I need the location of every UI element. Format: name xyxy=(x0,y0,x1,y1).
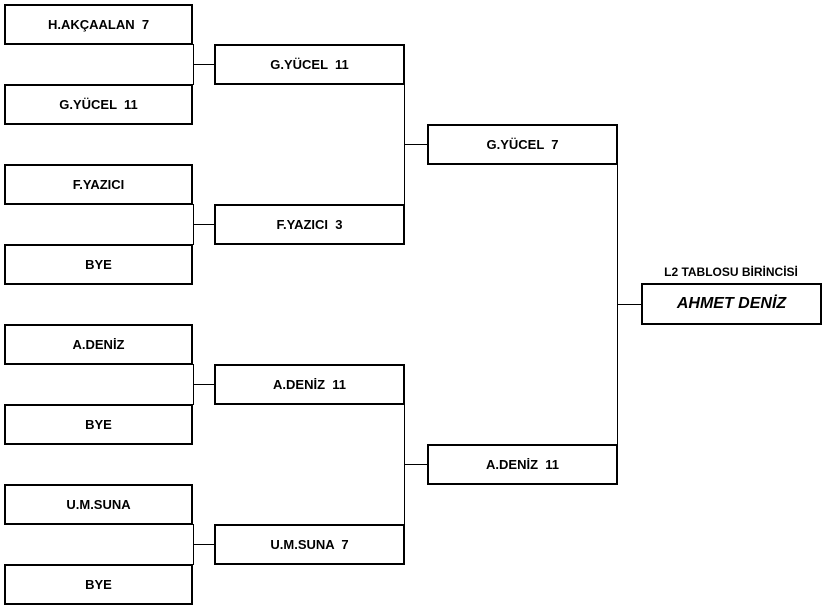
connector-r2-1-horizontal xyxy=(404,144,427,145)
connector-final-horizontal xyxy=(617,304,641,305)
winner-box: AHMET DENİZ xyxy=(641,283,822,325)
winner-title: L2 TABLOSU BİRİNCİSİ xyxy=(664,265,798,279)
round2-slot-1: G.YÜCEL 11 xyxy=(214,44,405,85)
round3-slot-2: A.DENİZ 11 xyxy=(427,444,618,485)
round1-slot-5: A.DENİZ xyxy=(4,324,193,365)
round1-slot-7: U.M.SUNA xyxy=(4,484,193,525)
round1-slot-1: H.AKÇAALAN 7 xyxy=(4,4,193,45)
connector-r2-2-horizontal xyxy=(404,464,427,465)
connector-r1-3-horizontal xyxy=(193,384,214,385)
connector-r2-2-vertical xyxy=(404,405,405,525)
connector-final-vertical xyxy=(617,165,618,445)
round2-slot-4: U.M.SUNA 7 xyxy=(214,524,405,565)
round2-slot-3: A.DENİZ 11 xyxy=(214,364,405,405)
connector-r1-4-horizontal xyxy=(193,544,214,545)
connector-r1-2-horizontal xyxy=(193,224,214,225)
round3-slot-1: G.YÜCEL 7 xyxy=(427,124,618,165)
connector-r1-1-horizontal xyxy=(193,64,214,65)
round1-slot-4: BYE xyxy=(4,244,193,285)
round1-slot-8: BYE xyxy=(4,564,193,605)
round1-slot-2: G.YÜCEL 11 xyxy=(4,84,193,125)
round1-slot-6: BYE xyxy=(4,404,193,445)
round1-slot-3: F.YAZICI xyxy=(4,164,193,205)
round2-slot-2: F.YAZICI 3 xyxy=(214,204,405,245)
connector-r2-1-vertical xyxy=(404,85,405,205)
